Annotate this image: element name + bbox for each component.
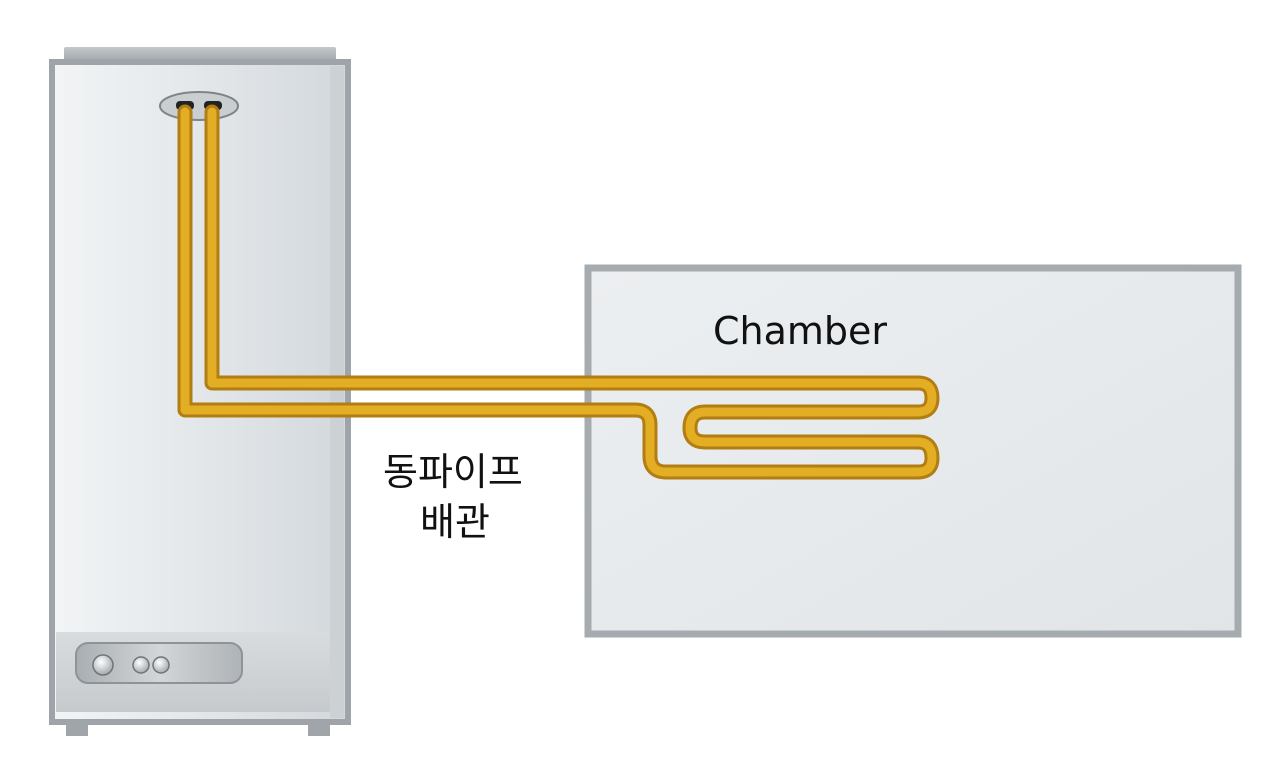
control-knob-icon [152,656,170,674]
power-knob-icon [92,654,114,676]
pipe-port-icon [159,91,239,121]
chamber-body [584,264,1242,638]
refrigeration-unit-icon [49,47,351,736]
copper-pipe-icon [177,104,940,480]
pipe-label-line2: 배관 [420,500,490,544]
unit-left-foot [66,720,88,736]
copper-pipe-outer-highlight [180,107,937,477]
unit-body [49,59,351,725]
control-knob-icon [132,656,150,674]
pipe-label-line1: 동파이프 [383,450,523,494]
unit-right-foot [308,720,330,736]
chamber-label: Chamber [713,309,887,353]
unit-inner-shade [330,66,344,718]
chamber-box [584,264,1242,638]
